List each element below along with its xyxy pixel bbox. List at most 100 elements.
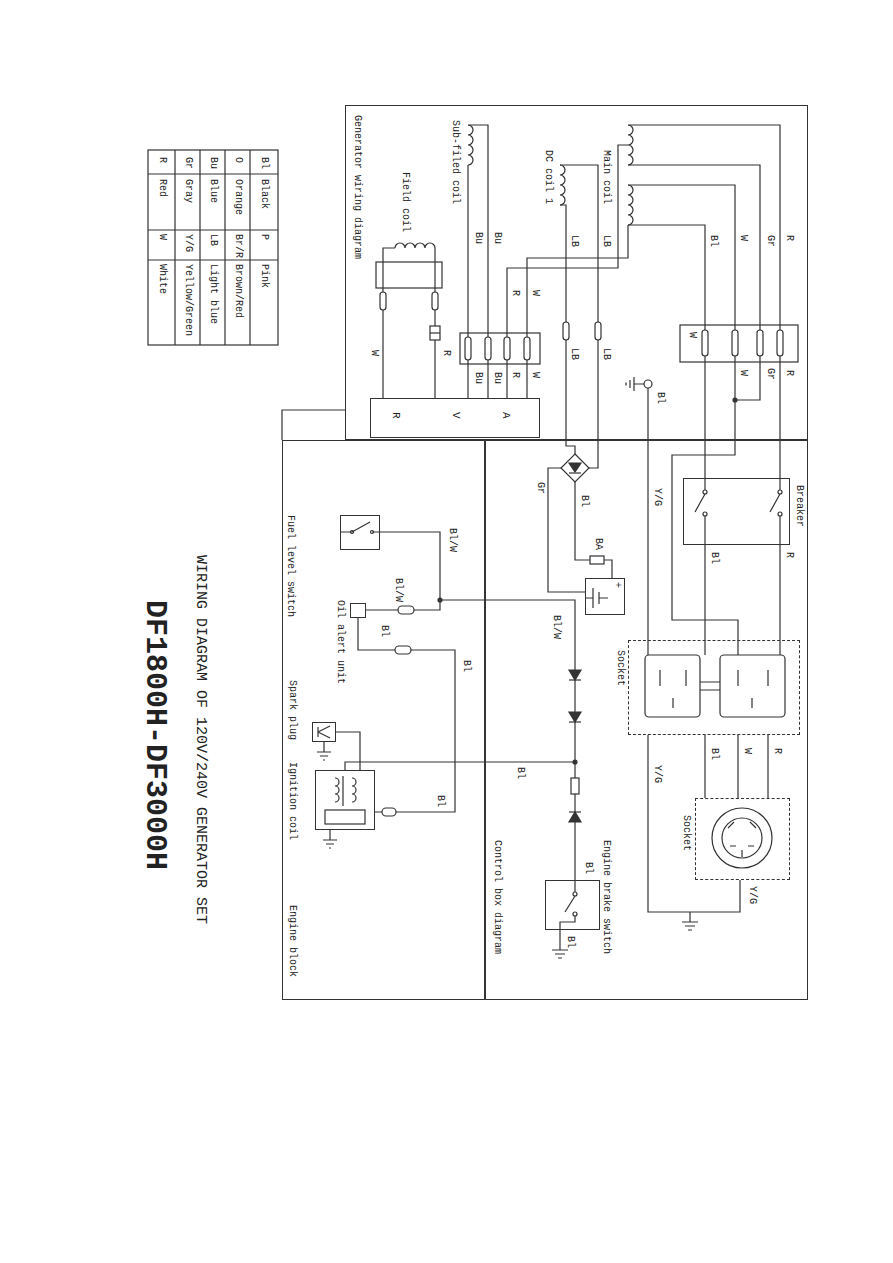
component-name: Socket [615,650,625,686]
switch-box: Engine brake switch [545,880,600,930]
wire-color-label: W [530,290,540,296]
wire-color-label: Bl/W [393,578,403,602]
legend-table-cell: Black [259,179,269,209]
main-coil [507,125,780,640]
breaker-box: Breaker [683,478,790,545]
wire-color-label: R [510,372,520,378]
wire-color-label: Bl [655,392,665,404]
legend-table-cell: Bl [259,157,269,169]
terminal-letter: V [450,412,461,419]
engine-block-region: Engine blockFuel level switchOil alert u… [282,440,485,1000]
component-name: + [612,582,622,588]
model-number: DF1800H-DF3000H [140,600,170,870]
component-name: Fuel level switch [285,515,295,617]
legend-table-cell: Orange [233,179,243,215]
diode-chain [438,598,581,822]
wire-color-label: Gr [535,482,545,494]
component-name: Control box diagram [492,840,502,954]
switch-box: Fuel level switch [340,515,380,550]
wire-color-label: Y/G [747,886,757,904]
sub-field-coil [460,125,540,398]
diagram-title: WIRING DIAGRAM OF 120V/240V GENERATOR SE… [193,555,208,924]
legend-table-cell: Y/G [183,234,193,252]
socket-box: Socket [695,798,790,880]
wire-color-label: LB [601,235,611,247]
battery-box: + [585,578,625,615]
frame-step [282,410,345,440]
wire-color-label: Y/G [652,488,662,506]
wire-color-label: Bu [492,232,502,244]
wire-color-label: LB [601,348,611,360]
wire-color-label: BA [593,538,603,550]
wire-color-label: R [441,350,451,356]
wire-connector [358,618,455,812]
wire-color-label: Bl [709,748,719,760]
wire-color-label: R [784,370,794,376]
coil-name: DC coil 1 [543,150,553,204]
breaker-symbol [695,478,782,640]
wire-color-label: Bl/W [551,615,561,639]
ignition-coil-box: Ignition coil [315,770,375,830]
legend-table-cell: Br/R [233,234,243,258]
wire-color-label: W [742,748,752,754]
component-name: Socket [681,815,691,851]
terminal-letter: R [390,412,401,419]
wire-color-label: Bu [492,372,502,384]
wire-color-label: Bl [565,936,575,948]
legend-table-cell: Yellow/Green [183,264,193,336]
wire-color-label: W [369,350,379,356]
legend-table-cell: LB [208,234,218,246]
wire-color-label: LB [569,235,579,247]
legend-table-cell: Blue [208,179,218,203]
legend-table-cell: Gr [183,157,193,169]
wire-color-label: Bl [709,552,719,564]
wire-color-label: Bu [473,372,483,384]
wire-color-label: Bl/W [447,528,457,552]
legend-table-cell: Brown/Red [233,264,243,318]
wire-color-label: W [530,372,540,378]
wire-color-label: R [510,290,520,296]
rectifier-bridge [548,454,612,592]
regulator-box: AVR [370,398,540,438]
legend-table-cell: Red [157,179,167,197]
battery-symbol [585,588,608,608]
wire-color-label: W [738,370,748,376]
wire-color-label: LB [569,348,579,360]
socket-outlets [645,640,785,912]
component-name: Generator wiring diagram [352,115,362,259]
frame-ground [626,377,652,640]
terminal-letter: A [500,412,511,419]
wire-connector [345,762,575,880]
wire-color-label: Bl [435,795,445,807]
coil-name: Field coil [400,172,410,232]
wire-color-label: W [687,332,697,338]
output-connector [680,325,798,362]
legend-table-cell: Pink [259,264,269,288]
coil-name: Sub-filed coil [450,120,460,204]
engine-connectors [382,606,414,816]
legend-table-cell: O [233,157,243,163]
wire-color-label: Bl [708,235,718,247]
legend-table-grid [148,150,278,345]
wire-color-label: R [784,552,794,558]
alert-unit-box: Oil alert unit [350,603,366,618]
wire-color-label: Gr [765,235,775,247]
generator-region: Generator wiring diagramA V R [345,105,808,440]
legend-table-cell: White [157,264,167,294]
coil-name: Main coil [601,150,611,204]
wire-color-label: Bl [461,660,471,672]
legend-table-cell: P [259,234,269,240]
wire-connector [779,545,780,640]
component-name: Engine brake switch [601,840,611,954]
wire-connector [767,735,768,798]
wire-connector [336,732,360,770]
wire-color-label: Bl [579,495,589,507]
legend-table-cell: R [157,157,167,163]
legend-table-cell: Bu [208,157,218,169]
round-socket [712,808,772,868]
wire-color-label: Bl [583,862,593,874]
dc-coil [560,165,601,468]
